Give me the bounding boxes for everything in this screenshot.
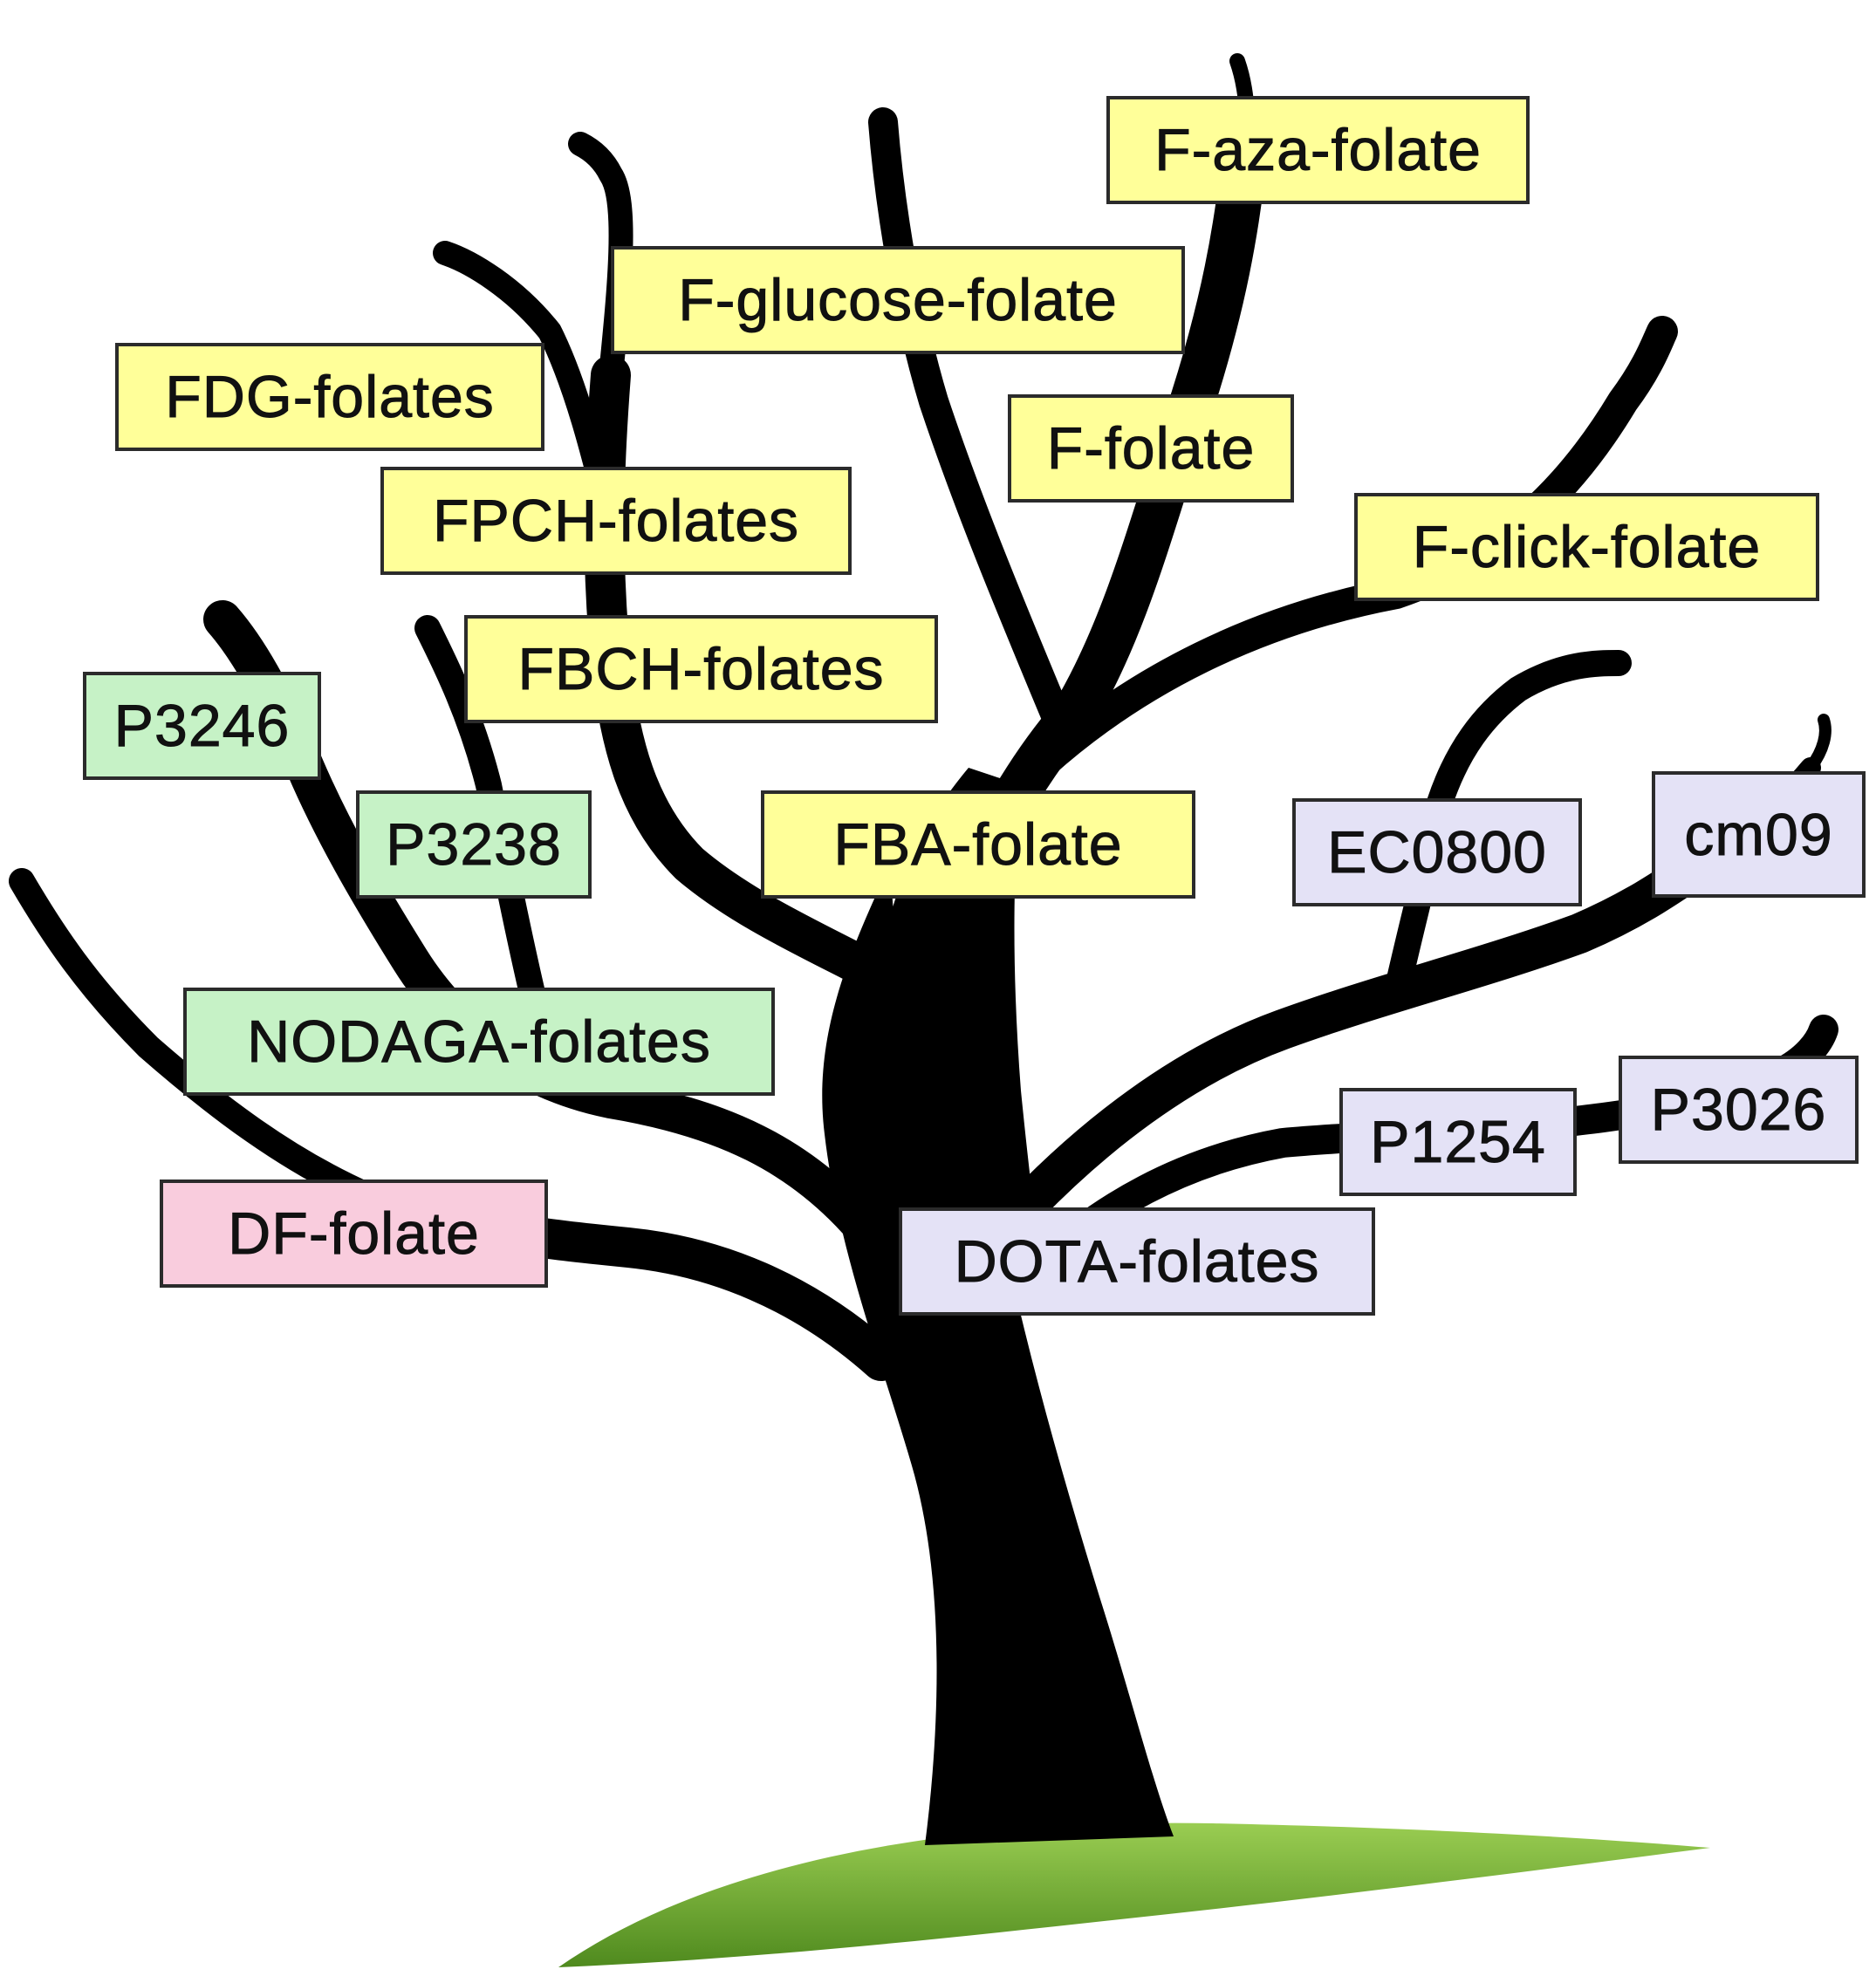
label-f-folate: F-folate <box>1008 394 1294 503</box>
tree-trunk <box>822 864 1174 1845</box>
label-fba-folate: FBA-folate <box>761 790 1195 899</box>
label-ec0800: EC0800 <box>1292 798 1582 906</box>
label-fbch-folates: FBCH-folates <box>464 615 938 723</box>
label-fpch-folates: FPCH-folates <box>380 467 852 575</box>
label-nodaga-folates: NODAGA-folates <box>183 988 775 1096</box>
label-p3238: P3238 <box>356 790 592 899</box>
label-fdg-folates: FDG-folates <box>115 343 544 451</box>
tree-trunk-upper <box>871 768 1047 1309</box>
label-f-click-folate: F-click-folate <box>1354 493 1819 601</box>
label-f-aza-folate: F-aza-folate <box>1106 96 1530 204</box>
label-df-folate: DF-folate <box>160 1180 548 1288</box>
label-p3246: P3246 <box>83 672 321 780</box>
label-dota-folates: DOTA-folates <box>899 1207 1375 1316</box>
label-f-glucose-folate: F-glucose-folate <box>611 246 1185 354</box>
label-cm09: cm09 <box>1652 771 1866 898</box>
label-p3026: P3026 <box>1619 1056 1859 1164</box>
grass-mound <box>558 1822 1710 1967</box>
label-p1254: P1254 <box>1339 1088 1577 1196</box>
